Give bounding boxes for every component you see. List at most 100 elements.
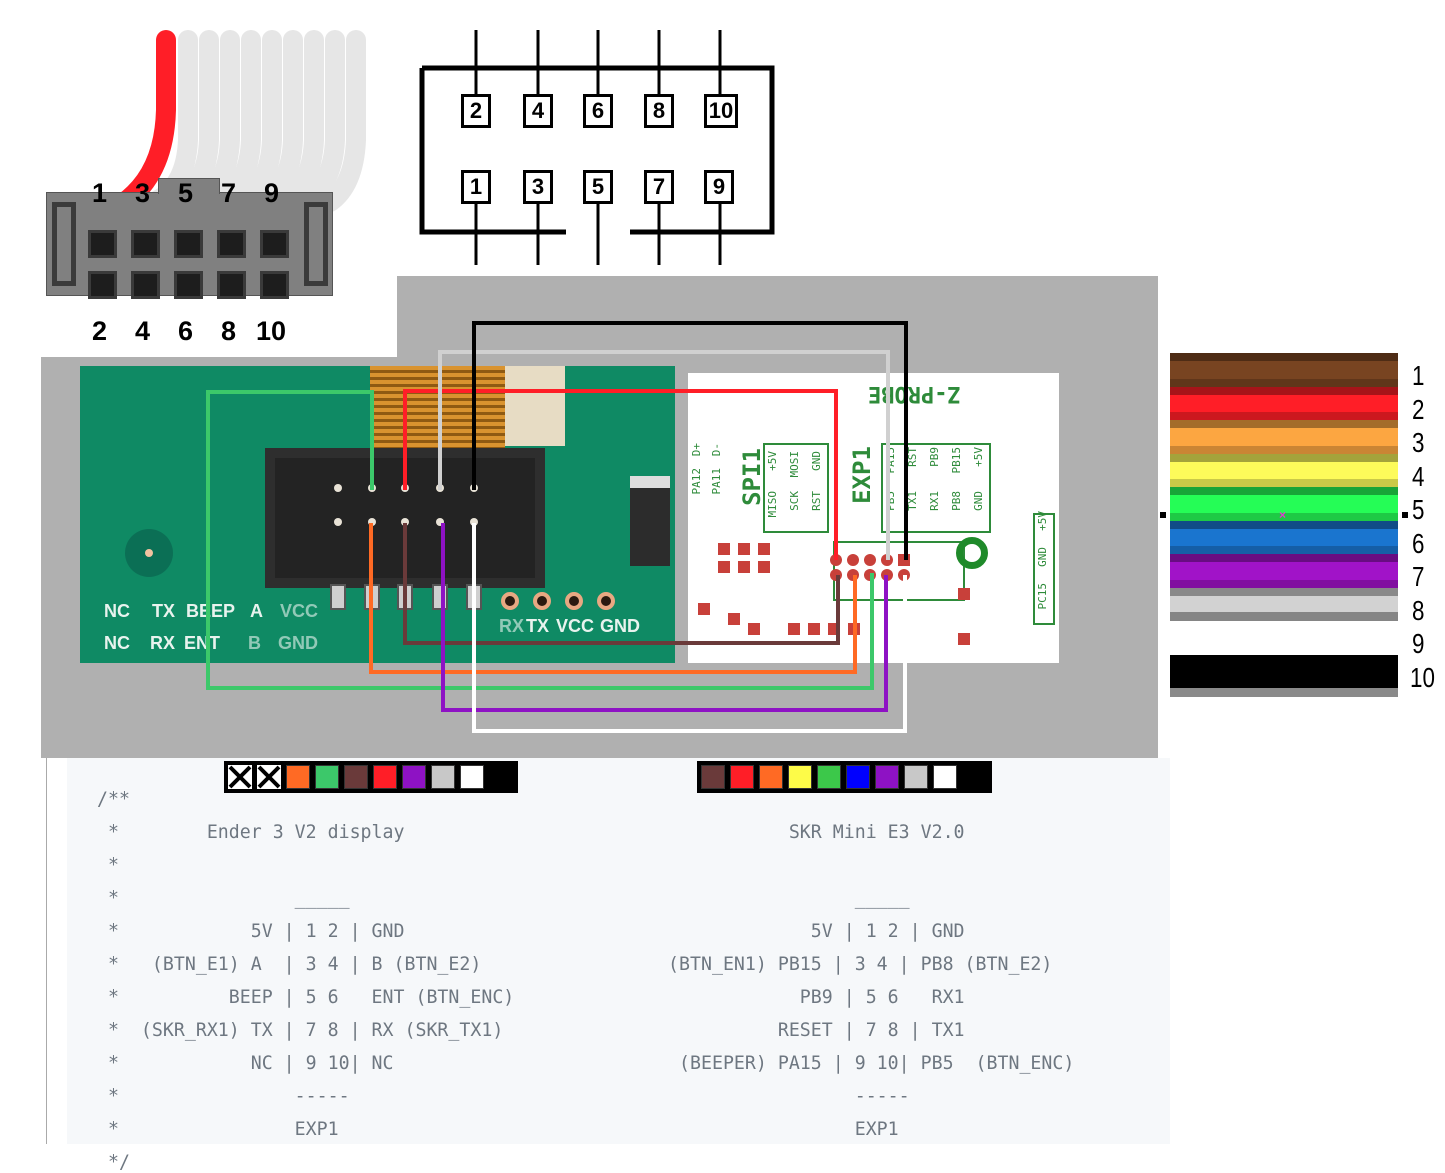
- uart-label: RX: [499, 616, 525, 636]
- silkscreen-label: B: [248, 633, 261, 653]
- color-swatch: [817, 765, 841, 789]
- ribbon-number-label: 2: [1412, 393, 1425, 425]
- connector-pin-hole: [260, 230, 289, 258]
- connector-pin-hole: [88, 230, 117, 258]
- connector-latch-left: [52, 202, 76, 286]
- silkscreen-label: NC: [104, 601, 130, 621]
- color-swatch: [962, 765, 986, 789]
- component-pad: [718, 543, 730, 555]
- silkscreen-label: RX: [150, 633, 176, 653]
- color-swatch: [402, 765, 426, 789]
- wire-light-gray: [438, 350, 890, 560]
- connector-pin-hole: [260, 271, 289, 299]
- wire-orange: [369, 523, 857, 674]
- color-swatch: [875, 765, 899, 789]
- wire-green: [206, 390, 874, 690]
- ribbon-band-shade: [1170, 412, 1398, 420]
- connector-pin-hole: [217, 271, 246, 299]
- connector-pin-hole: [88, 271, 117, 299]
- uart-label: TX: [526, 616, 550, 636]
- legend-marker-right: [1402, 512, 1408, 518]
- wire-black: [472, 321, 908, 560]
- color-swatch: [701, 765, 725, 789]
- ribbon-band-shade: [1170, 554, 1398, 562]
- header-pin-box: 6: [583, 94, 613, 128]
- connector-pin-label: 2: [92, 316, 108, 346]
- header-pin: [368, 518, 376, 526]
- connector-pin-hole: [131, 230, 160, 258]
- code-line: * EXP1 EXP1: [97, 1118, 899, 1140]
- silkscreen-label: BEEP: [186, 601, 236, 621]
- header-pin: [470, 518, 478, 526]
- code-line: * 5V | 1 2 | GND 5V | 1 2 | GND: [97, 920, 965, 942]
- wiring-overlay: [206, 321, 908, 733]
- ribbon-number-label: 4: [1412, 460, 1425, 492]
- code-line: * (BTN_E1) A | 3 4 | B (BTN_E2) (BTN_EN1…: [97, 953, 1053, 975]
- connector-pin-label: 8: [221, 316, 237, 346]
- pinout-code-block: /** * Ender 3 V2 display SKR Mini E3 V2.…: [67, 758, 1170, 1173]
- uart-label: VCC: [556, 616, 595, 636]
- component-pad: [738, 543, 750, 555]
- silkscreen-label: A: [250, 601, 263, 621]
- color-swatch: [730, 765, 754, 789]
- ribbon-band-shade: [1170, 612, 1398, 621]
- connector-pin-label: 3: [135, 178, 151, 208]
- code-line: */: [97, 1151, 130, 1173]
- ribbon-band-shade: [1170, 546, 1398, 554]
- color-swatch: [489, 765, 513, 789]
- connector-pin-label: 6: [178, 316, 194, 346]
- ribbon-band-shade: [1170, 512, 1398, 521]
- silkscreen-label: ENT: [184, 633, 220, 653]
- regulator: [630, 476, 670, 566]
- ribbon-band-shade: [1170, 479, 1398, 487]
- ribbon-band-shade: [1170, 453, 1398, 462]
- ribbon-number-label: 1: [1412, 360, 1425, 391]
- header-pin-box: 5: [583, 170, 613, 204]
- ribbon-band-shade: [1170, 520, 1398, 529]
- wire-white: [472, 523, 907, 733]
- ribbon-band-shade: [1170, 680, 1398, 688]
- header-pin: [436, 518, 444, 526]
- connector-pin-label: 4: [135, 316, 151, 346]
- code-line: * ----- -----: [97, 1085, 910, 1107]
- ribbon-band-shade: [1170, 378, 1398, 387]
- color-swatch: [788, 765, 812, 789]
- mounting-hole: [145, 549, 153, 557]
- color-swatch: [344, 765, 368, 789]
- header-pin-box: 3: [523, 170, 553, 204]
- silkscreen-label: VCC: [280, 601, 319, 621]
- connector-key: [158, 178, 220, 194]
- code-line: * BEEP | 5 6 ENT (BTN_ENC) PB9 | 5 6 RX1: [97, 986, 965, 1008]
- component-pad: [788, 623, 800, 635]
- silkscreen-label: TX: [152, 601, 176, 621]
- connector-pin-label: 1: [92, 178, 108, 208]
- connector-pin-label: 10: [256, 316, 287, 346]
- component-pad: [728, 613, 740, 625]
- display-color-swatches: [224, 761, 518, 793]
- ribbon-band-shade: [1170, 487, 1398, 495]
- header-pin-box: 9: [704, 170, 734, 204]
- code-line: *: [97, 854, 119, 876]
- ribbon-number-label: 8: [1412, 594, 1425, 626]
- ribbon-number-label: 7: [1412, 561, 1425, 592]
- color-swatch: [315, 765, 339, 789]
- ribbon-band-shade: [1170, 420, 1398, 428]
- uart-pad: [501, 592, 519, 610]
- skr-color-swatches: [697, 761, 992, 793]
- component-pad: [958, 633, 970, 645]
- ribbon-number-label: 10: [1410, 661, 1435, 693]
- unused-pin-swatch: [228, 765, 252, 789]
- ribbon-band-shade: [1170, 587, 1398, 596]
- color-swatch: [373, 765, 397, 789]
- header-outline: [419, 30, 775, 265]
- component-pad: [808, 623, 820, 635]
- color-swatch: [431, 765, 455, 789]
- connector-pin-label: 9: [264, 178, 280, 208]
- code-line: * Ender 3 V2 display SKR Mini E3 V2.0: [97, 821, 965, 843]
- side-label-box: [1033, 513, 1055, 625]
- header-pin: [334, 518, 342, 526]
- header-pin-box: 4: [523, 94, 553, 128]
